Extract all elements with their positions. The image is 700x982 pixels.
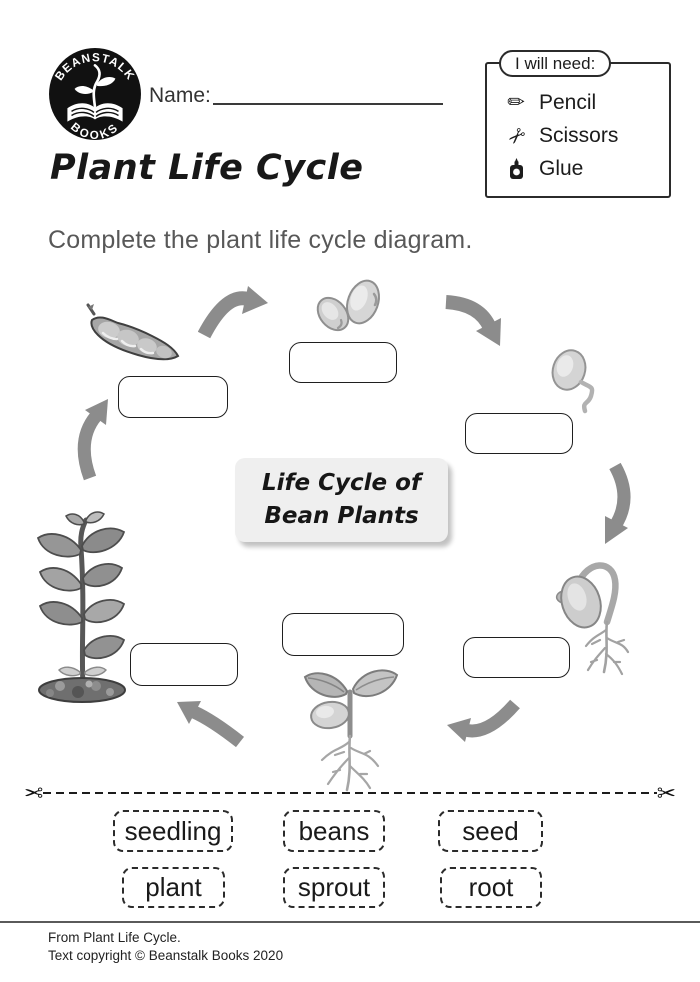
word-card-seedling[interactable]: seedling [113,810,233,852]
instruction-text: Complete the plant life cycle diagram. [48,226,473,254]
beanstalk-books-logo: BEANSTALK BOOKS [48,47,142,142]
name-label: Name: [149,84,211,107]
footer-divider [0,921,700,923]
arrow-beans-to-seed [440,292,510,352]
word-card-seed[interactable]: seed [438,810,543,852]
answer-box-bean-pod[interactable] [118,376,228,418]
seed-illustration [548,348,602,414]
answer-box-seed[interactable] [465,413,573,454]
arrow-seed-to-sprout [585,460,631,550]
arrow-seedling-to-plant [170,698,246,750]
materials-title-pill: I will need: [499,50,612,77]
name-input-line[interactable] [213,82,443,105]
answer-box-plant[interactable] [130,643,238,686]
materials-item-pencil: ✏ Pencil [503,86,663,119]
materials-item-scissors: ✂ Scissors [501,119,663,152]
materials-item-label: Scissors [539,123,619,147]
diagram-center-label: Life Cycle of Bean Plants [235,458,448,542]
scissors-icon: ✂ [24,779,44,806]
glue-icon [503,157,529,180]
materials-item-label: Pencil [539,90,597,114]
center-label-line1: Life Cycle of [262,470,421,496]
word-card-beans[interactable]: beans [283,810,385,852]
bean-pod-illustration [78,298,183,370]
materials-box: I will need: ✏ Pencil ✂ Scissors [485,50,671,198]
scissors-icon: ✂ [656,779,676,806]
arrow-pod-to-beans [198,283,280,343]
cut-line: ✂ ✂ [24,780,676,806]
answer-box-sprouted-seed[interactable] [463,637,570,678]
book-sprout-icon: BEANSTALK BOOKS [49,48,141,142]
word-card-root[interactable]: root [440,867,542,908]
arrow-sprout-to-seedling [443,692,521,746]
arrow-plant-to-pod [72,394,120,484]
materials-item-glue: Glue [503,152,663,185]
plant-illustration [26,506,138,704]
materials-list: ✏ Pencil ✂ Scissors Glue [501,86,663,185]
footer-line1: From Plant Life Cycle. [48,930,181,945]
scissors-icon: ✂ [501,121,531,150]
materials-title: I will need: [515,53,596,73]
word-card-plant[interactable]: plant [122,867,225,908]
pencil-icon: ✏ [507,91,525,114]
footer-credits: From Plant Life Cycle. Text copyright © … [48,929,283,965]
materials-item-label: Glue [539,156,584,180]
sprouted-seed-illustration [548,556,642,678]
cut-dashed-line [43,791,657,795]
page-title: Plant Life Cycle [50,148,364,188]
word-card-sprout[interactable]: sprout [283,867,385,908]
answer-box-beans[interactable] [289,342,397,383]
footer-line2: Text copyright © Beanstalk Books 2020 [48,948,284,963]
answer-box-seedling[interactable] [282,613,404,656]
center-label-line2: Bean Plants [264,503,419,529]
beans-illustration [308,276,390,336]
seedling-illustration [292,662,408,792]
